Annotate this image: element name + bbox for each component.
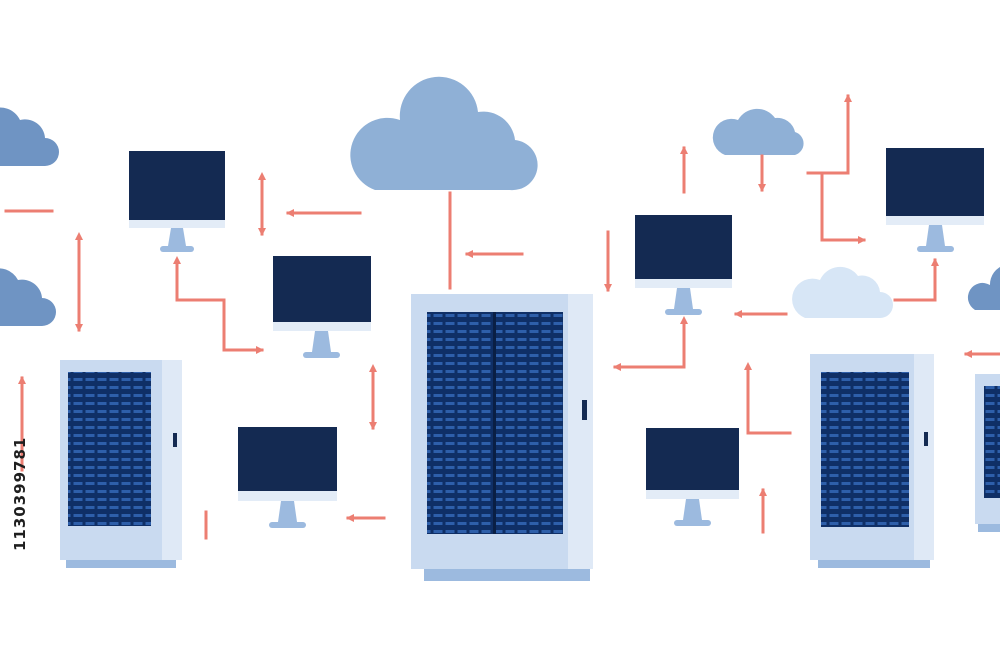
monitor-icon-top-right: [886, 148, 984, 252]
arrow-elbow: [173, 256, 264, 354]
image-id-label: 1130399781: [11, 436, 29, 552]
cloud-icon-left-top: [0, 107, 59, 166]
server-rack-icon-center: [411, 294, 593, 581]
cloud-icon-center: [350, 76, 538, 191]
arrow-elbow: [613, 316, 688, 371]
cloud-icon-light-right: [792, 266, 893, 318]
monitor-icon-mid-left: [273, 256, 371, 358]
cloud-icon-edge-right: [967, 267, 1000, 310]
server-rack-icon-left: [60, 360, 182, 568]
arrow-elbow: [744, 362, 792, 435]
server-rack-icon-right: [810, 354, 934, 568]
cloud-icon-small-right: [712, 108, 804, 155]
arrow-elbow: [820, 171, 866, 244]
server-rack-icon-edge-right: [975, 374, 1000, 532]
monitor-icon-top-left: [129, 151, 225, 252]
monitor-icon-bottom-left: [238, 427, 337, 528]
cloud-icon-left-mid: [0, 268, 56, 326]
monitor-icon-center-right: [635, 215, 732, 315]
connector-arrows: [4, 94, 1000, 540]
arrow-elbow: [806, 94, 852, 175]
arrow-elbow: [893, 258, 939, 302]
monitor-icon-bottom-right: [646, 428, 739, 526]
